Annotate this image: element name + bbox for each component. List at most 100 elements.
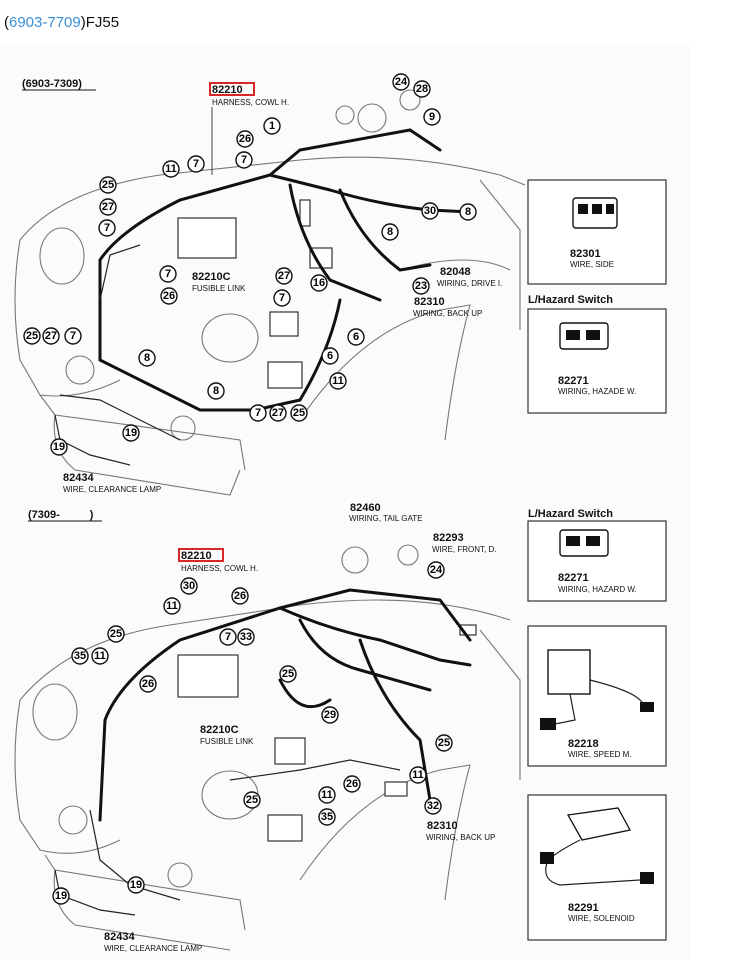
svg-text:7: 7	[165, 268, 171, 280]
section2-harness	[54, 588, 472, 916]
part-description: WIRE, CLEARANCE LAMP	[104, 944, 202, 953]
svg-text:25: 25	[26, 330, 38, 342]
svg-text:28: 28	[416, 83, 428, 95]
part-description: WIRE, SIDE	[570, 260, 614, 269]
svg-text:25: 25	[282, 668, 294, 680]
inset-82218: 82218 WIRE, SPEED M.	[527, 625, 667, 767]
page-header: (6903-7709)FJ55	[4, 14, 119, 31]
part-description: WIRING, BACK UP	[413, 309, 482, 318]
inset-hazard-switch-1: L/Hazard Switch 82271 WIRING, HAZADE W.	[527, 294, 667, 414]
svg-text:11: 11	[412, 769, 424, 781]
part-description: WIRE, CLEARANCE LAMP	[63, 485, 161, 494]
section1-part-labels: 82210 HARNESS, COWL H. 82210C FUSIBLE LI…	[63, 82, 502, 494]
paren-open: (	[4, 14, 9, 31]
svg-text:7: 7	[255, 407, 261, 419]
svg-text:19: 19	[55, 890, 67, 902]
svg-text:8: 8	[387, 226, 393, 238]
svg-text:7: 7	[104, 222, 110, 234]
section2-callouts: 24 30 11 26 25 7 33 35 11 26 25 29 25 26…	[52, 561, 453, 905]
part-description: WIRE, FRONT, D.	[432, 545, 496, 554]
part-number: 82310	[427, 820, 458, 832]
svg-text:33: 33	[240, 631, 252, 643]
svg-text:25: 25	[102, 179, 114, 191]
inset-82291: 82291 WIRE, SOLENOID	[527, 794, 667, 941]
svg-text:24: 24	[395, 76, 408, 88]
part-number: 82310	[414, 296, 445, 308]
svg-text:30: 30	[183, 580, 195, 592]
svg-text:25: 25	[110, 628, 122, 640]
part-number: 82291	[568, 902, 599, 914]
part-number: 82434	[104, 931, 135, 943]
svg-text:7: 7	[193, 158, 199, 170]
svg-text:26: 26	[346, 778, 358, 790]
svg-text:35: 35	[321, 811, 333, 823]
part-description: FUSIBLE LINK	[192, 284, 246, 293]
part-number: 82210	[212, 84, 243, 96]
svg-text:11: 11	[321, 789, 333, 801]
svg-text:25: 25	[246, 794, 258, 806]
part-number: 82210	[181, 550, 212, 562]
part-number: 82218	[568, 738, 599, 750]
inset-heading: L/Hazard Switch	[528, 508, 613, 520]
svg-text:27: 27	[102, 201, 114, 213]
part-description: FUSIBLE LINK	[200, 737, 254, 746]
svg-text:25: 25	[438, 737, 450, 749]
svg-text:32: 32	[427, 800, 439, 812]
svg-text:30: 30	[424, 205, 436, 217]
svg-text:11: 11	[165, 163, 177, 175]
part-description: WIRING, BACK UP	[426, 833, 495, 842]
section1-callouts: 24 28 9 1 26 7 11 7 25 27 7 8 30 8 7 26 …	[23, 73, 477, 456]
svg-text:26: 26	[163, 290, 175, 302]
svg-text:27: 27	[272, 407, 284, 419]
svg-text:1: 1	[269, 120, 275, 132]
svg-text:25: 25	[293, 407, 305, 419]
range-link[interactable]: 6903-7709	[9, 14, 81, 31]
svg-text:35: 35	[74, 650, 86, 662]
part-description: WIRING, DRIVE I.	[437, 279, 502, 288]
part-description: HARNESS, COWL H.	[181, 564, 258, 573]
svg-text:26: 26	[239, 133, 251, 145]
svg-text:8: 8	[465, 206, 471, 218]
part-description: WIRE, SOLENOID	[568, 914, 635, 923]
part-number: 82048	[440, 266, 471, 278]
svg-text:11: 11	[94, 650, 106, 662]
highlight-box	[209, 82, 255, 96]
svg-text:19: 19	[130, 879, 142, 891]
svg-text:7: 7	[225, 631, 231, 643]
svg-text:19: 19	[53, 441, 65, 453]
part-description: WIRING, HAZADE W.	[558, 387, 636, 396]
svg-text:6: 6	[353, 331, 359, 343]
svg-text:24: 24	[430, 564, 443, 576]
section2-part-labels: 82460 WIRING, TAIL GATE 82293 WIRE, FRON…	[104, 502, 496, 953]
svg-text:23: 23	[415, 280, 427, 292]
svg-text:26: 26	[142, 678, 154, 690]
part-description: WIRE, SPEED M.	[568, 750, 632, 759]
part-number: 82271	[558, 375, 589, 387]
section1-title: (6903-7309)	[22, 78, 82, 90]
inset-hazard-switch-2: L/Hazard Switch 82271 WIRING, HAZARD W.	[527, 508, 667, 602]
paren-close: )	[80, 14, 86, 31]
part-description: WIRING, TAIL GATE	[349, 514, 423, 523]
part-number: 82210C	[200, 724, 239, 736]
svg-text:29: 29	[324, 709, 336, 721]
part-number: 82301	[570, 248, 601, 260]
part-number: 82210C	[192, 271, 231, 283]
svg-text:27: 27	[45, 330, 57, 342]
part-number: 82271	[558, 572, 589, 584]
svg-text:9: 9	[429, 111, 435, 123]
part-number: 82434	[63, 472, 94, 484]
section1-harness	[54, 128, 472, 466]
svg-text:8: 8	[213, 385, 219, 397]
inset-82301: 82301 WIRE, SIDE	[527, 179, 667, 285]
svg-text:26: 26	[234, 590, 246, 602]
inset-heading: L/Hazard Switch	[528, 294, 613, 306]
svg-text:19: 19	[125, 427, 137, 439]
svg-text:16: 16	[313, 277, 325, 289]
part-number: 82460	[350, 502, 381, 514]
svg-text:8: 8	[144, 352, 150, 364]
svg-text:7: 7	[241, 154, 247, 166]
highlight-box	[178, 548, 224, 562]
svg-text:27: 27	[278, 270, 290, 282]
part-description: WIRING, HAZARD W.	[558, 585, 637, 594]
